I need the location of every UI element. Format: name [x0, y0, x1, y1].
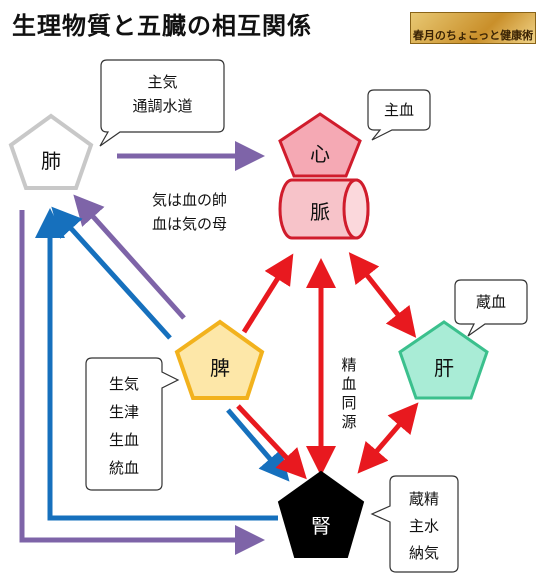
kidney-label: 腎	[311, 514, 331, 538]
callout-liver: 蔵血	[455, 290, 527, 314]
blue-arrows	[35, 206, 290, 521]
callout-liver-line: 蔵血	[475, 293, 506, 311]
annotation-qi-blood-line: 血は気の母	[152, 215, 228, 233]
liver-label: 肝	[434, 356, 454, 380]
callout-spleen-line: 生津	[108, 403, 139, 421]
callout-kidney-bubble	[370, 475, 459, 573]
lung-pentagon	[8, 113, 94, 190]
arrow-spleen-to-kidney	[236, 404, 307, 480]
callout-kidney-line: 主水	[408, 517, 439, 535]
annotation-qi-blood: 気は血の帥 血は気の母	[152, 188, 227, 236]
kidney-pentagon	[277, 470, 365, 558]
arrow-liver-kidney	[357, 402, 419, 474]
callout-liver-bubble	[454, 279, 528, 337]
vessel-label: 脈	[310, 200, 330, 224]
liver-pentagon	[398, 320, 489, 400]
callout-kidney-line: 蔵精	[408, 490, 439, 508]
callout-spleen-bubble	[85, 357, 180, 491]
annotation-essence-blood: 精血同源	[341, 356, 357, 431]
callout-lung-line: 通調水道	[132, 97, 193, 115]
arrow-spleen-to-heart	[241, 253, 294, 334]
red-arrows	[236, 252, 419, 480]
spleen-label: 脾	[210, 356, 230, 380]
callout-spleen-line: 生血	[108, 431, 139, 449]
page-title: 生理物質と五臓の相互関係	[12, 12, 312, 40]
callout-lung-bubble	[99, 59, 225, 147]
brand-logo-text: 春月のちょこっと健康術	[412, 29, 534, 42]
callout-kidney: 蔵精 主水 納気	[390, 486, 458, 567]
arrow-spleen-to-lung	[73, 194, 186, 320]
annotation-qi-blood-line: 気は血の帥	[152, 191, 228, 209]
vessel-cylinder	[278, 178, 370, 240]
brand-logo: 春月のちょこっと健康術	[410, 12, 536, 44]
callout-heart-bubble	[367, 89, 431, 141]
arrow-spleen-to-lung-blue	[51, 206, 172, 340]
arrow-kidney-to-lung	[35, 208, 278, 521]
callout-spleen-line: 生気	[108, 375, 139, 393]
arrow-lung-to-kidney-outer	[19, 210, 265, 555]
callout-lung-line: 主気	[147, 73, 178, 91]
callout-spleen-line: 統血	[108, 459, 139, 477]
callout-kidney-line: 納気	[408, 544, 439, 562]
callout-heart: 主血	[368, 98, 430, 122]
arrow-heart-liver	[348, 252, 417, 338]
arrow-spleen-to-kidney-blue	[226, 408, 290, 482]
heart-label: 心	[310, 142, 330, 166]
callout-lung: 主気 通調水道	[101, 70, 224, 118]
arrow-lung-to-kidney-inner	[36, 210, 40, 518]
lung-label: 肺	[41, 149, 61, 173]
heart-pentagon	[278, 112, 362, 178]
spleen-pentagon	[174, 319, 265, 400]
callout-heart-line: 主血	[383, 101, 414, 119]
callout-spleen: 生気 生津 生血 統血	[86, 370, 162, 482]
purple-arrows	[19, 141, 265, 555]
